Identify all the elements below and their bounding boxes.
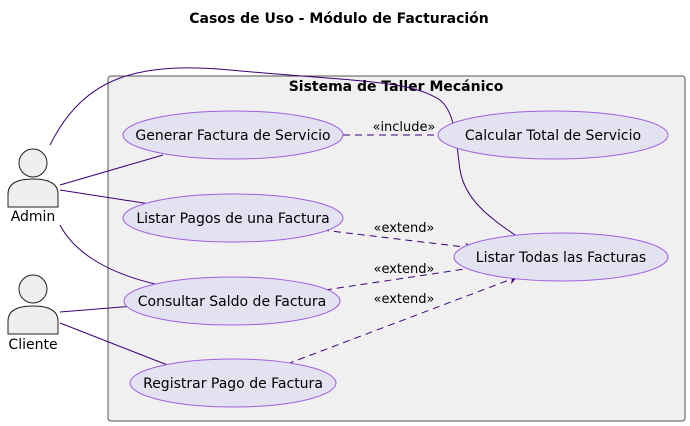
- extend-arrow-consultar: [324, 262, 486, 291]
- usecase-listar-pagos[interactable]: Listar Pagos de una Factura: [122, 193, 344, 243]
- extend-label-2: «extend»: [374, 262, 435, 277]
- actor-cliente-head-icon: [18, 274, 48, 304]
- assoc-cliente-consultar: [59, 305, 136, 313]
- assoc-cliente-registrar: [59, 322, 171, 367]
- actor-admin-body-icon: [7, 178, 59, 208]
- actor-admin[interactable]: Admin: [7, 148, 59, 225]
- assoc-admin-generar: [59, 154, 164, 186]
- actor-cliente-body-icon: [7, 305, 59, 335]
- system-boundary: [107, 75, 686, 422]
- usecase-calcular-total[interactable]: Calcular Total de Servicio: [437, 110, 669, 160]
- usecase-registrar-label: Registrar Pago de Factura: [143, 376, 323, 392]
- extend-arrow-listar-pagos: [321, 229, 474, 252]
- actor-cliente-label: Cliente: [8, 337, 57, 353]
- assoc-admin-listar-pagos: [59, 189, 151, 205]
- assoc-admin-consultar: [59, 224, 156, 285]
- assoc-admin-listar-todas: [49, 67, 519, 238]
- usecase-listar-pagos-label: Listar Pagos de una Factura: [136, 211, 329, 227]
- usecase-listar-todas[interactable]: Listar Todas las Facturas: [453, 232, 669, 282]
- extend-arrow-registrar: [286, 275, 518, 365]
- usecase-generar-factura[interactable]: Generar Factura de Servicio: [122, 110, 344, 160]
- extend-label-1: «extend»: [374, 221, 435, 236]
- actor-admin-label: Admin: [11, 209, 56, 225]
- usecase-listar-todas-label: Listar Todas las Facturas: [476, 250, 646, 266]
- extend-label-3: «extend»: [374, 292, 435, 307]
- usecase-consultar-saldo[interactable]: Consultar Saldo de Factura: [123, 276, 341, 326]
- actor-cliente[interactable]: Cliente: [7, 274, 59, 353]
- include-label: «include»: [372, 120, 435, 135]
- usecase-consultar-label: Consultar Saldo de Factura: [138, 294, 327, 310]
- diagram-title: Casos de Uso - Módulo de Facturación: [189, 11, 489, 27]
- usecase-generar-label: Generar Factura de Servicio: [135, 128, 330, 144]
- usecase-registrar-pago[interactable]: Registrar Pago de Factura: [129, 358, 337, 408]
- usecase-calcular-label: Calcular Total de Servicio: [465, 128, 641, 144]
- actor-admin-head-icon: [18, 148, 48, 178]
- system-name: Sistema de Taller Mecánico: [289, 79, 504, 95]
